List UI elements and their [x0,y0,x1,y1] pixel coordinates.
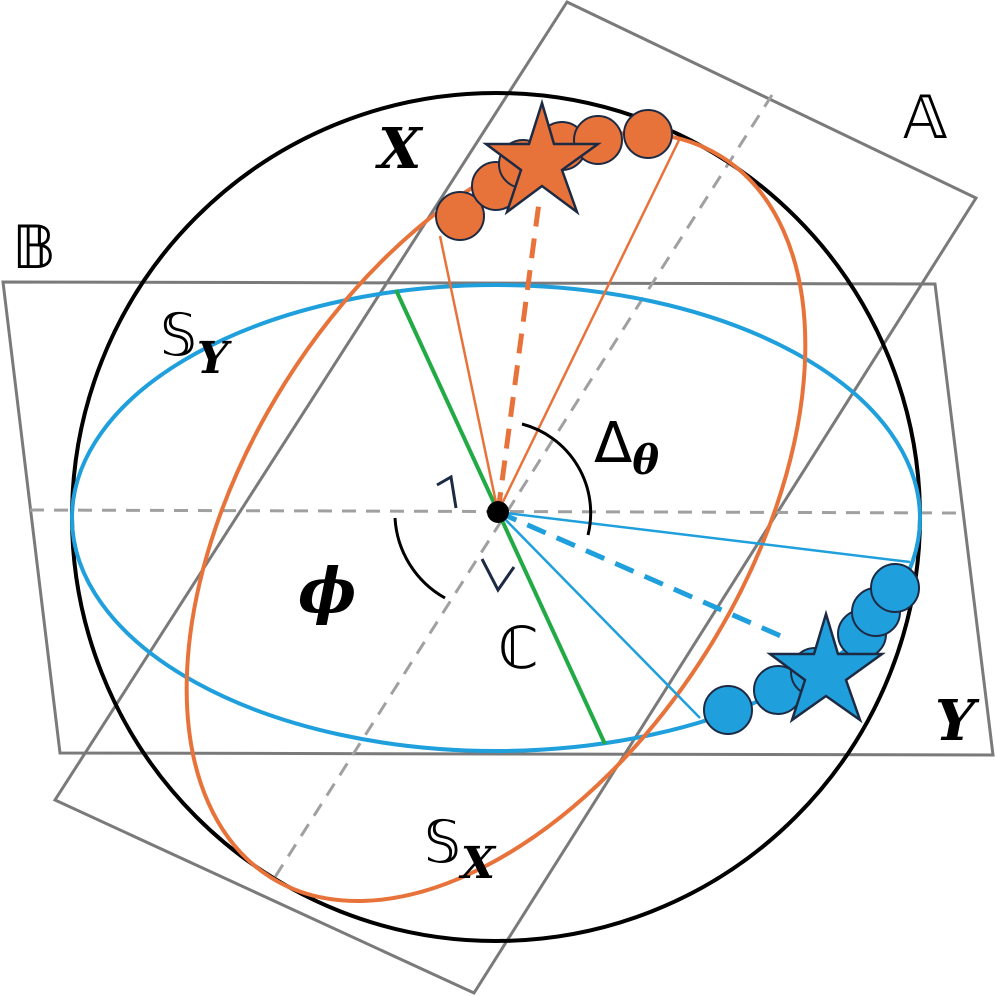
right-angle-marker-lower [480,558,516,593]
blue-ray-bottom [497,511,701,719]
label-point-y: Y [935,688,980,754]
orange-marker [435,191,485,241]
blue-marker [870,563,920,613]
sphere-x-ellipse [184,131,808,903]
label-sphere-y-base: 𝕊 [160,301,197,369]
label-sphere-x-sub: X [458,838,497,889]
phi-arc [393,517,446,600]
label-delta-sub: θ [632,437,659,484]
blue-ray-top [497,510,911,564]
diagonal-dashed-axis [268,94,774,886]
label-angle-phi: ϕ [298,554,356,627]
blue-dashed-ray [496,509,792,643]
orange-star [482,98,602,216]
plane-a-rect [52,0,979,995]
orange-marker [623,109,673,159]
orange-ray-left [438,235,500,513]
blue-markers [703,563,920,735]
label-set-c: ℂ [498,614,539,682]
right-angle-marker-upper [436,474,458,509]
orange-dashed-ray [495,194,543,513]
label-sphere-y: 𝕊Y [160,301,232,384]
blue-marker [703,685,753,735]
label-point-x: X [375,116,424,182]
label-delta-base: Δ [594,411,632,476]
blue-star [766,609,886,724]
center-point [487,501,509,523]
delta-theta-arc [521,422,593,536]
plane-b-rect [1,280,995,757]
label-delta-theta: Δθ [594,411,659,484]
orange-ray-right [496,137,682,513]
label-sphere-y-sub: Y [197,333,232,384]
label-sphere-x-base: 𝕊 [424,808,461,876]
sphere-y-ellipse [70,283,922,753]
label-plane-b: 𝔹 [12,213,56,283]
label-plane-a: 𝔸 [903,83,947,153]
label-sphere-x: 𝕊X [424,808,497,889]
